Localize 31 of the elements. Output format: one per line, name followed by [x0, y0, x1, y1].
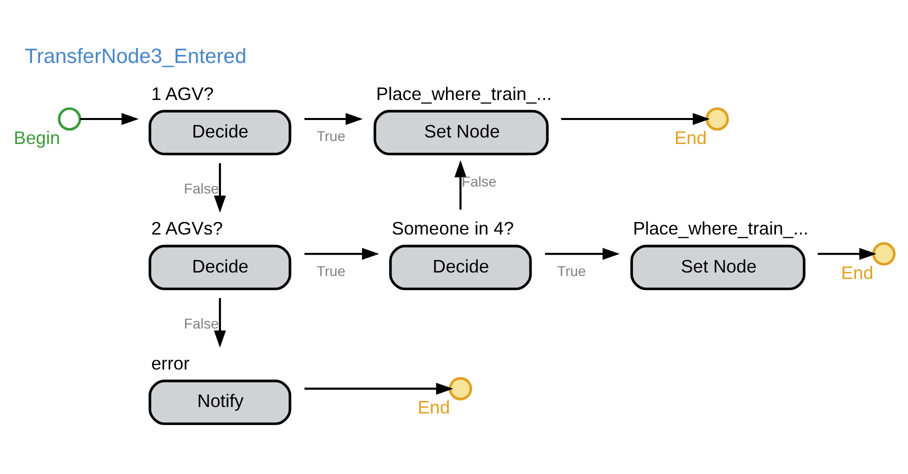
- arrow: [818, 248, 876, 260]
- edge-label: False: [462, 174, 497, 191]
- arrow: [454, 160, 466, 210]
- edge-label: True: [557, 264, 586, 280]
- edge-label: False: [184, 181, 219, 198]
- arrow: [304, 113, 363, 125]
- node-label: Begin: [14, 128, 60, 148]
- node-label: error: [151, 354, 190, 374]
- edge-label: True: [316, 129, 346, 146]
- arrow: [304, 382, 454, 395]
- edge-label: False: [184, 316, 219, 332]
- arrow: [304, 248, 380, 260]
- arrow: [561, 113, 710, 125]
- arrow: [545, 248, 620, 260]
- diagram-title: TransferNode3_Entered: [24, 44, 246, 68]
- node-label: End: [841, 262, 874, 283]
- node-label: End: [674, 128, 707, 148]
- node-label: Someone in 4?: [392, 218, 514, 239]
- node-label: 2 AGVs?: [151, 218, 223, 239]
- edge-label: True: [316, 264, 346, 280]
- arrow: [214, 298, 226, 348]
- node-circle: [872, 242, 896, 266]
- node-label: 1 AGV?: [151, 84, 214, 104]
- node-circle: [448, 377, 472, 400]
- node-circle: [58, 107, 82, 131]
- node-label: Place_where_train_...: [376, 84, 552, 104]
- arrow: [80, 113, 139, 125]
- node-label: End: [418, 398, 450, 418]
- arrow: [214, 163, 226, 213]
- node-circle: [706, 107, 729, 131]
- node-label: Place_where_train_...: [632, 218, 808, 239]
